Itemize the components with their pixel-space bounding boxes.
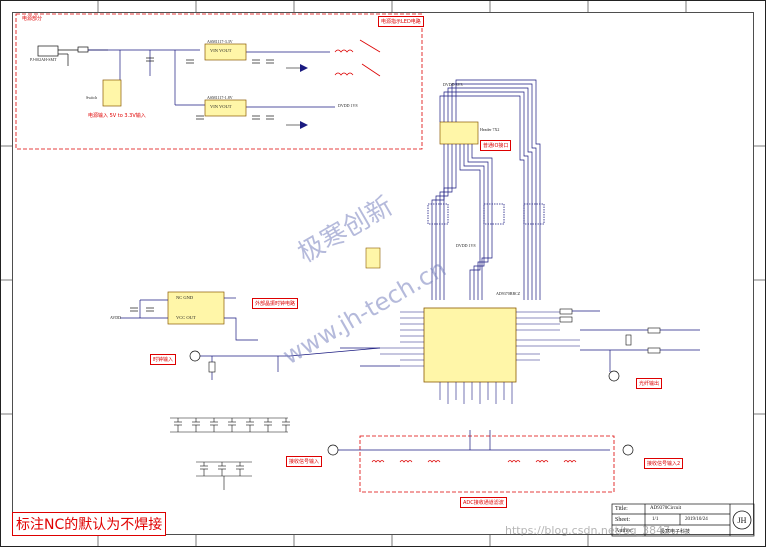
osc-lines [120,297,258,341]
led-3v3 [286,64,308,72]
sma-connector-rx2 [622,444,634,456]
regulator-1v8 [204,99,247,117]
power-rails [88,49,335,108]
fiber-out-label: 光纤输出 [636,378,663,389]
clock-input-lines [200,347,400,380]
output-resistors [559,308,661,354]
date-value: 2019/10/24 [685,517,708,522]
net-dvdd18-adc-label: DVDD 1V8 [456,243,476,248]
author-label: Author: [615,528,634,534]
adc-pins [380,311,580,404]
title-value: AD9370Circuit [650,506,682,511]
osc-pins-bottom: VCC OUT [176,315,196,320]
regulator-3v3-pins: VIN VOUT [210,48,232,53]
power-section-label: 电源部分 [22,17,43,22]
regulator-3v3 [204,43,247,61]
net-dvdd18-label: DVDD 1V8 [338,103,358,108]
regulator-caps [146,57,274,120]
svg-text:JH: JH [738,516,747,525]
logo-icon [732,510,752,530]
adc-chip [423,307,517,383]
led-1v8 [286,121,308,129]
power-supply-note: 电源输入 5V to 3.3V输入 [88,113,146,119]
rx-filter-inductors [371,460,577,463]
title-block [611,503,755,537]
osc-pins-top: NC GND [176,295,194,300]
power-debug-led-label: 电源指示LED电路 [378,16,424,27]
no-solder-note: 标注NC的默认为不焊接 [12,512,167,536]
decoupling-caps-row1 [170,417,290,433]
osc-caps [130,307,154,312]
gpio-bus [431,79,541,300]
adc-label: AD9370BBCZ [496,291,521,296]
power-jack [37,45,108,66]
net-avdd-label: AVDD [110,315,122,320]
power-switch [102,79,122,107]
regulator-3v3-label: ASM1117-3.3V [207,39,233,44]
rx-input-label: 接收信号输入 [286,456,323,467]
sma-connector-right [608,370,620,382]
header-label: Header 7X2 [480,127,500,132]
sheet-label: Sheet: [615,517,630,523]
osc-note-label: 外部晶振时钟电路 [252,298,299,309]
power-inductors [334,39,381,77]
sma-connector-clk [189,350,201,362]
regulator-1v8-label: ASM1117-1.8V [207,95,233,100]
power-jack-label: PJ-002AH-SMT [30,57,57,62]
rx-filter-label: ADC接收通道滤波 [460,497,507,508]
power-section-box [15,13,423,150]
regulator-1v8-pins: VIN VOUT [210,104,232,109]
rx-filter-box [359,435,615,493]
sma-connector-rx1 [327,444,339,456]
rx-input2-label: 接收信号输入2 [644,458,684,469]
clk-input-label: 时钟输入 [150,354,177,365]
net-dvdd33-label: DVDD 3V3 [443,82,463,87]
balun-transformer [365,247,381,269]
resistor-packs [427,203,545,225]
output-lines [572,310,700,372]
title-label: Title: [615,506,628,512]
rx-filter-lines [338,430,610,451]
sheet-value: 1/1 [652,517,659,522]
author-value: 极寒电子科技 [660,529,691,535]
clk-termination-resistor [208,361,216,373]
decoupling-caps-row2 [196,461,252,490]
switch-label: Switch [86,95,98,100]
gpio-header [439,121,479,145]
oscillator-chip [167,291,225,325]
gpio-header-label: 普通IO接口 [480,140,512,151]
